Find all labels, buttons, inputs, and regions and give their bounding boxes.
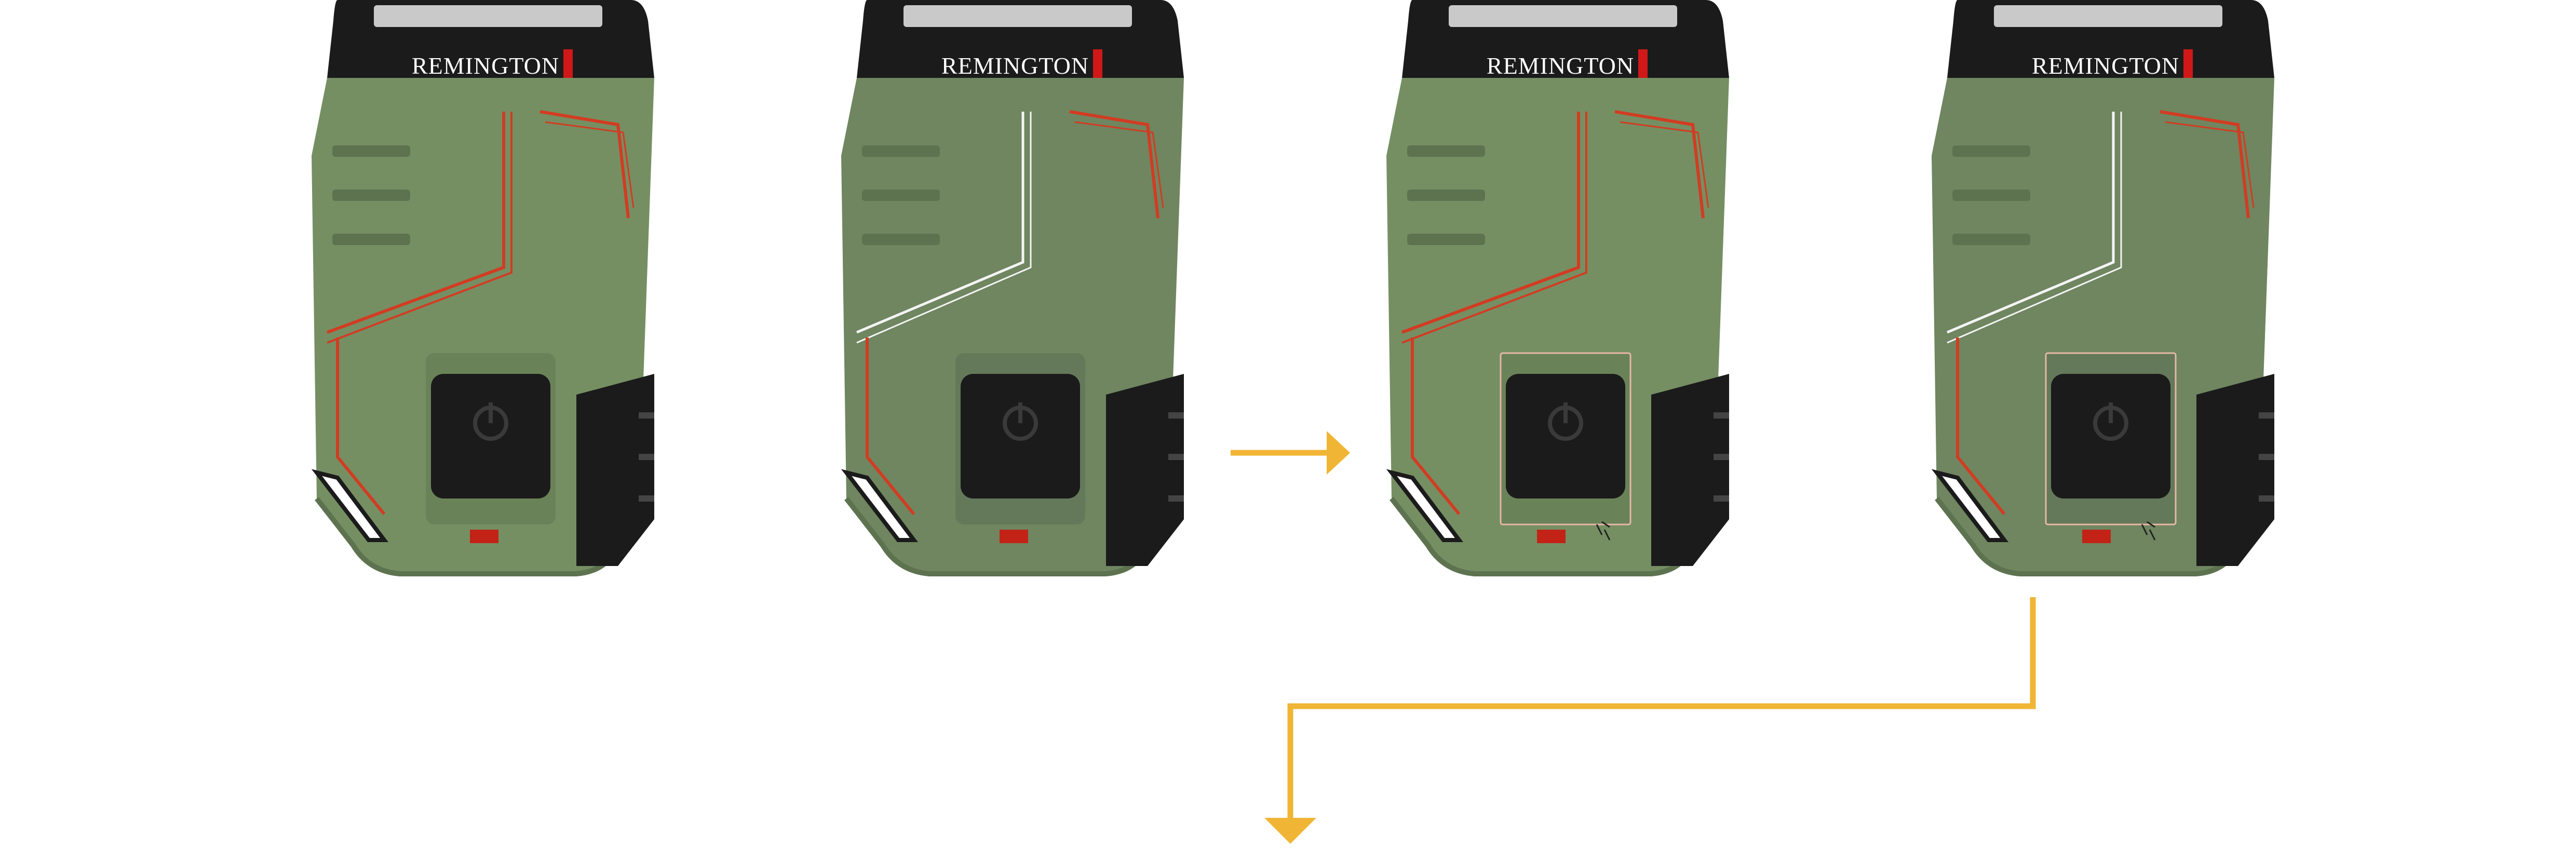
grip-ridge xyxy=(862,145,940,157)
charge-indicator xyxy=(2082,530,2111,543)
power-icon xyxy=(2093,402,2128,441)
shaver-variant-4: REMINGTON xyxy=(1926,0,2290,576)
power-button[interactable] xyxy=(431,374,550,498)
side-grip xyxy=(1106,374,1184,566)
hang-loop xyxy=(1931,469,2008,542)
foil-screen xyxy=(903,5,1132,27)
power-icon xyxy=(1548,402,1583,441)
hang-loop xyxy=(841,469,918,542)
grip-ridge xyxy=(1952,190,2030,201)
side-grip xyxy=(2196,374,2274,566)
shaver-variant-3: REMINGTON xyxy=(1381,0,1745,576)
brand-logo: REMINGTON xyxy=(412,52,559,79)
grip-ridge xyxy=(862,234,940,245)
grip-ridge xyxy=(1407,234,1485,245)
brand-mark xyxy=(2183,49,2193,79)
grip-notches xyxy=(1168,412,1184,502)
brand-mark xyxy=(1638,49,1648,79)
sparkle-icon xyxy=(2141,521,2156,541)
trim-line xyxy=(2160,110,2250,219)
shaver-body xyxy=(312,78,654,574)
power-button[interactable] xyxy=(961,374,1080,498)
side-grip xyxy=(576,374,654,566)
trim-line xyxy=(327,112,512,344)
shaver-illustration: REMINGTON xyxy=(311,0,654,576)
shaver-illustration: REMINGTON xyxy=(1931,0,2274,576)
trim-line xyxy=(1614,110,1705,219)
brand-mark xyxy=(563,49,573,79)
hang-loop xyxy=(1386,469,1463,542)
charge-indicator xyxy=(470,530,498,543)
shaver-body xyxy=(1386,78,1729,574)
flow-arrow-icon xyxy=(1264,597,2036,844)
trim-line xyxy=(1074,121,1164,208)
power-button[interactable] xyxy=(2051,374,2170,498)
flow-arrow-icon xyxy=(1231,431,1350,475)
trim-line xyxy=(1401,112,1580,334)
shaver-illustration: REMINGTON xyxy=(1386,0,1729,576)
grip-ridge xyxy=(332,190,410,201)
charge-indicator xyxy=(1000,530,1028,543)
trim-line xyxy=(1620,121,1709,208)
grip-ridge xyxy=(332,145,410,157)
trim-line xyxy=(1947,112,2115,334)
trim-line xyxy=(1947,112,2122,344)
shaver-variant-1: REMINGTON xyxy=(306,0,670,576)
power-button[interactable] xyxy=(1506,374,1625,498)
charge-indicator xyxy=(1537,530,1566,543)
foil-screen xyxy=(1449,5,1677,27)
foil-screen xyxy=(1994,5,2222,27)
trim-line xyxy=(1411,338,1461,515)
shaver-body xyxy=(1932,78,2274,574)
grip-ridge xyxy=(1407,190,1485,201)
hang-loop xyxy=(311,469,388,542)
trim-line xyxy=(545,121,635,208)
power-icon xyxy=(1003,402,1038,441)
trim-line xyxy=(1956,338,2006,515)
grip-notches xyxy=(639,412,654,502)
trim-line xyxy=(540,110,630,219)
grip-ridge xyxy=(332,234,410,245)
brand-logo: REMINGTON xyxy=(1487,52,1634,79)
brand-logo: REMINGTON xyxy=(2032,52,2179,79)
grip-ridge xyxy=(1952,145,2030,157)
trim-line xyxy=(326,112,505,334)
trim-line xyxy=(2165,121,2255,208)
foil-screen xyxy=(374,5,602,27)
trim-line xyxy=(856,112,1032,344)
trim-line xyxy=(866,338,915,515)
shaver-illustration: REMINGTON xyxy=(841,0,1184,576)
grip-ridge xyxy=(862,190,940,201)
power-icon xyxy=(473,402,508,441)
side-grip xyxy=(1651,374,1729,566)
grip-notches xyxy=(1714,412,1729,502)
grip-ridge xyxy=(1952,234,2030,245)
grip-ridge xyxy=(1407,145,1485,157)
trim-line xyxy=(856,112,1024,334)
brand-mark xyxy=(1093,49,1102,79)
trim-line xyxy=(1401,112,1587,344)
shaver-body xyxy=(841,78,1184,574)
trim-line xyxy=(336,338,386,515)
trim-line xyxy=(1069,110,1159,219)
sparkle-icon xyxy=(1596,521,1611,541)
brand-logo: REMINGTON xyxy=(941,52,1089,79)
grip-notches xyxy=(2259,412,2274,502)
shaver-variant-2: REMINGTON xyxy=(836,0,1199,576)
